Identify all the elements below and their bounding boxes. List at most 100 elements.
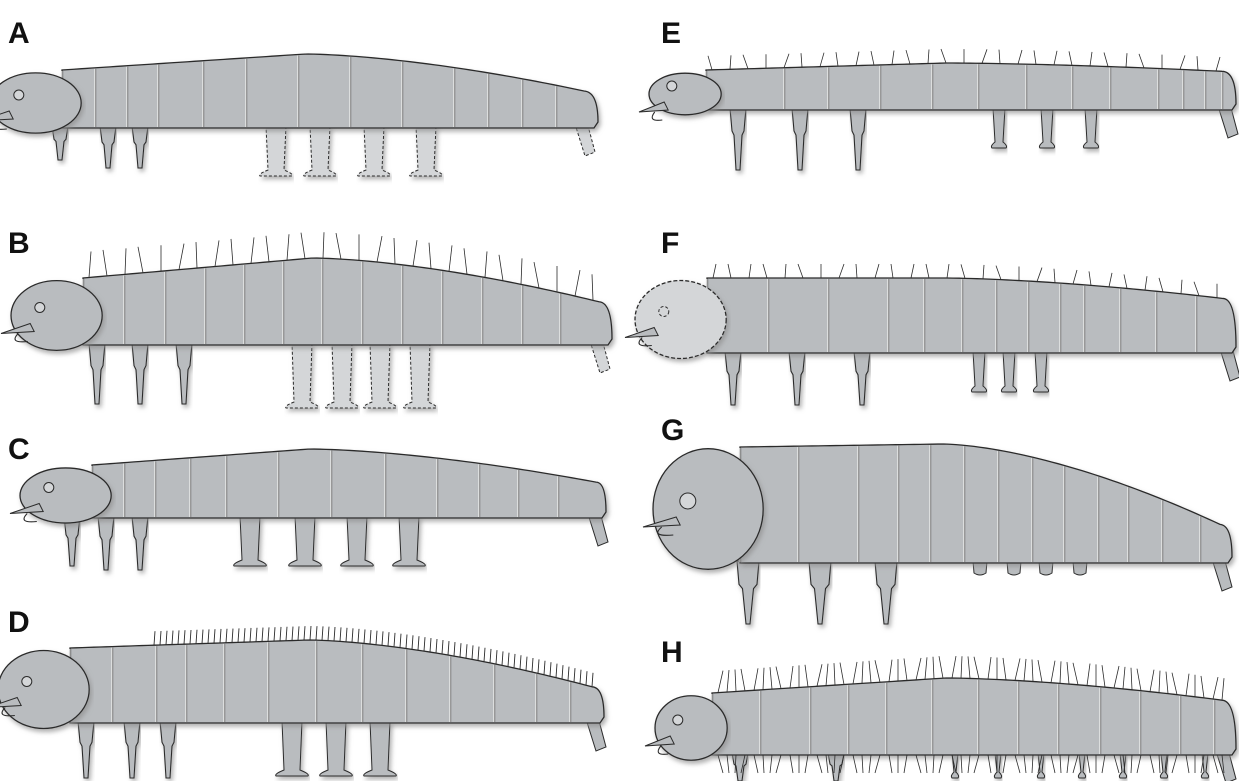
abdominal-proleg xyxy=(326,343,359,408)
seta xyxy=(521,258,522,284)
seta xyxy=(763,668,764,690)
seta xyxy=(574,668,575,682)
seta xyxy=(889,755,892,773)
seta xyxy=(232,629,233,643)
seta xyxy=(1159,671,1160,693)
seta xyxy=(1102,755,1105,773)
seta xyxy=(406,634,407,648)
abdominal-proleg xyxy=(1078,753,1085,778)
seta xyxy=(454,642,455,656)
seta xyxy=(1159,755,1160,773)
seta xyxy=(925,657,927,679)
seta xyxy=(429,243,431,269)
seta xyxy=(869,755,871,773)
seta xyxy=(202,630,203,644)
seta xyxy=(869,661,871,683)
seta xyxy=(1201,676,1204,698)
seta xyxy=(741,669,745,691)
seta xyxy=(413,240,417,266)
larva-c xyxy=(10,449,608,570)
seta xyxy=(184,630,185,644)
seta xyxy=(586,671,587,685)
seta xyxy=(801,53,802,67)
seta xyxy=(743,55,748,69)
seta xyxy=(256,628,257,642)
seta xyxy=(1015,658,1020,680)
seta xyxy=(728,264,731,278)
seta xyxy=(1032,755,1033,773)
seta xyxy=(891,264,893,278)
seta xyxy=(916,755,921,773)
larva-body xyxy=(62,54,598,128)
abdominal-proleg xyxy=(1033,351,1048,392)
seta xyxy=(215,240,219,266)
seta xyxy=(1024,755,1026,773)
seta xyxy=(1213,677,1218,699)
seta xyxy=(178,630,179,644)
seta xyxy=(952,656,956,678)
larva-body xyxy=(712,678,1236,755)
thoracic-leg xyxy=(732,753,748,781)
seta xyxy=(179,244,184,270)
panel-label-e: E xyxy=(661,17,681,50)
thoracic-leg xyxy=(725,351,741,405)
seta xyxy=(1087,664,1090,686)
seta xyxy=(1159,278,1163,292)
seta xyxy=(805,665,808,687)
thoracic-leg xyxy=(89,343,105,404)
abdominal-proleg xyxy=(304,126,337,176)
seta xyxy=(1197,56,1198,70)
seta xyxy=(939,656,943,678)
seta xyxy=(840,663,844,685)
seta xyxy=(754,668,758,690)
seta xyxy=(826,755,828,773)
seta xyxy=(904,659,907,681)
larva-body xyxy=(92,449,606,518)
seta xyxy=(340,627,341,641)
seta xyxy=(875,660,880,682)
seta xyxy=(562,665,563,679)
seta xyxy=(770,755,772,773)
seta xyxy=(1073,755,1078,773)
seta xyxy=(580,670,581,684)
panel-label-d: D xyxy=(8,606,30,639)
seta xyxy=(996,266,1001,280)
seta xyxy=(280,627,281,641)
seta xyxy=(298,626,299,640)
seta xyxy=(1131,668,1132,690)
seta xyxy=(520,655,521,669)
seta xyxy=(336,233,341,259)
seta xyxy=(274,627,275,641)
seta xyxy=(836,52,838,66)
seta xyxy=(856,264,857,278)
seta xyxy=(214,629,215,643)
seta xyxy=(974,755,979,773)
seta xyxy=(334,627,335,641)
seta xyxy=(892,51,894,65)
larva-body xyxy=(740,444,1232,563)
seta xyxy=(735,669,736,691)
seta xyxy=(839,264,844,278)
seta xyxy=(1114,755,1119,773)
panel-label-c: C xyxy=(8,433,30,466)
stemma xyxy=(14,90,24,100)
seta xyxy=(871,51,874,65)
seta xyxy=(906,50,910,64)
larva-head xyxy=(20,468,111,523)
seta xyxy=(238,628,239,642)
seta xyxy=(287,234,289,260)
seta xyxy=(377,236,382,262)
seta xyxy=(172,631,173,645)
seta xyxy=(1089,271,1091,285)
seta xyxy=(418,636,419,650)
seta xyxy=(526,657,527,671)
abdominal-proleg xyxy=(393,516,426,566)
seta xyxy=(1051,755,1055,773)
larva-g xyxy=(643,444,1232,624)
seta xyxy=(1216,57,1220,71)
seta xyxy=(968,755,970,773)
seta xyxy=(817,755,822,773)
seta xyxy=(1139,54,1144,68)
seta xyxy=(550,662,551,676)
